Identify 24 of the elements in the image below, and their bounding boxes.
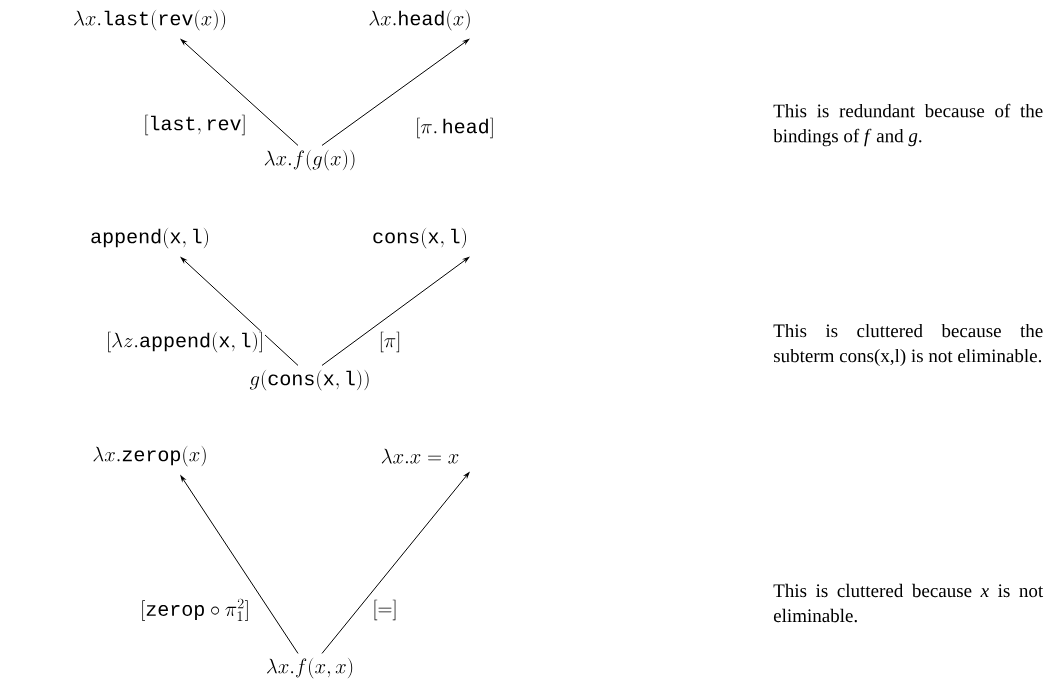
term: $\texttt{append}(\texttt{x},\texttt{l})$ [91, 227, 208, 249]
term: $\lambda x.\texttt{head}(x)$ [369, 9, 470, 31]
arrow [180, 475, 299, 654]
edge-label: $[\pi.\,\texttt{head}]$ [414, 116, 496, 140]
edge-label: $[\pi]$ [377, 330, 403, 354]
note: This is cluttered because x is not eliminable. [773, 583, 1044, 623]
edge-label: $[\texttt{last},\texttt{rev}]$ [142, 113, 248, 137]
arrow [180, 257, 299, 366]
edge-label: $[=]$ [371, 598, 399, 622]
arrow [321, 39, 470, 146]
term: $\lambda x.f(g(x))$ [264, 149, 355, 171]
edge-label: $[\texttt{zerop}\circ\pi^2_1]$ [139, 598, 251, 622]
arrow [180, 39, 299, 146]
note: This is redundant because of the bindings of f and g. [773, 103, 1043, 147]
arrow [321, 257, 470, 366]
arrow [321, 472, 470, 654]
edge-label: $[\lambda z.\texttt{append}(\texttt{x},\texttt{l})]$ [105, 330, 265, 354]
term: $\lambda x.\texttt{last}(\texttt{rev}(x))$ [74, 9, 226, 31]
term: $\lambda x.\texttt{zerop}(x)$ [93, 445, 206, 467]
note: This is cluttered because the subterm cons(x,l) is not eliminable. [773, 323, 1043, 367]
term: $\texttt{cons}(\texttt{x},\texttt{l})$ [373, 227, 466, 249]
term: $\lambda x.f(x,x)$ [267, 657, 353, 679]
term: $g(\texttt{cons}(\texttt{x},\texttt{l}))$ [249, 369, 369, 391]
term: $\lambda x.x = x$ [381, 448, 459, 464]
